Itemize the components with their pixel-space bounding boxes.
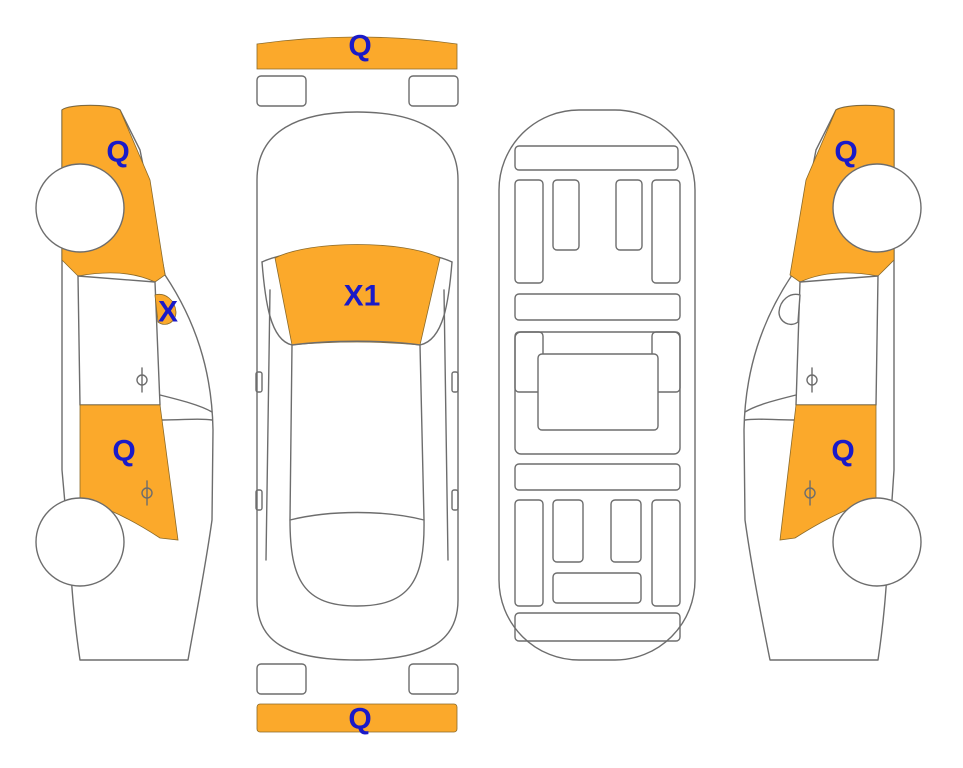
rear-window: [289, 511, 425, 607]
left-side-view: [35, 104, 214, 661]
left-front-wheel: [35, 163, 125, 253]
right-front-door: [795, 275, 879, 406]
front-right-light: [408, 75, 459, 107]
right-mirror-top: [451, 371, 459, 393]
under-mid-outer: [514, 331, 681, 455]
under-front-right-rail: [651, 179, 681, 284]
right-window-line: [744, 394, 797, 413]
front-bumper[interactable]: [256, 36, 458, 70]
left-mirror-top: [255, 371, 263, 393]
label-right-rear-door: Q: [831, 435, 854, 468]
underside-body: [498, 109, 696, 661]
roof: [291, 340, 421, 346]
label-left-rear-door: Q: [112, 435, 135, 468]
rear-right-light: [408, 663, 459, 695]
left-rear-wheel: [35, 497, 125, 587]
left-handle-top: [255, 489, 263, 511]
left-pillar: [261, 261, 293, 521]
label-right-front-fender: Q: [834, 136, 857, 169]
right-handle-top: [451, 489, 459, 511]
right-pillar: [419, 261, 453, 521]
right-rear-wheel: [832, 497, 922, 587]
under-center-panel: [537, 353, 659, 431]
under-front-left-box: [552, 179, 580, 251]
right-side-sill: [443, 289, 449, 561]
label-front-bumper: Q: [348, 30, 371, 63]
front-left-light: [256, 75, 307, 107]
under-rear-right-box: [610, 499, 642, 563]
rear-bumper[interactable]: [256, 703, 458, 733]
right-front-wheel: [832, 163, 922, 253]
right-side-view: [743, 104, 922, 661]
under-rear-center: [552, 572, 642, 604]
right-mirror: [778, 293, 801, 326]
damage-labels: Q X1 Q Q X Q Q Q: [106, 30, 857, 736]
windshield[interactable]: [274, 244, 441, 346]
under-front-left-rail: [514, 179, 544, 284]
left-side-sill: [265, 289, 271, 561]
label-left-front-fender: Q: [106, 136, 129, 169]
under-front-right-box: [615, 179, 643, 251]
top-view: [255, 36, 459, 733]
under-crossmember-2: [514, 463, 681, 491]
left-window-line: [159, 394, 213, 413]
label-rear-bumper: Q: [348, 703, 371, 736]
right-window-line-2: [744, 418, 795, 421]
under-rear-panel: [514, 612, 681, 642]
car-body-top: [256, 111, 459, 661]
left-window-line-2: [161, 418, 213, 421]
label-left-mirror: X: [158, 296, 178, 329]
label-windshield: X1: [344, 280, 381, 313]
under-rear-right-rail: [651, 499, 681, 607]
underside-view: [498, 109, 696, 661]
left-mirror[interactable]: [154, 293, 177, 325]
under-rear-left-rail: [514, 499, 544, 607]
under-crossmember-1: [514, 293, 681, 321]
under-front-panel: [514, 145, 679, 171]
under-rear-left-box: [552, 499, 584, 563]
rear-left-light: [256, 663, 307, 695]
left-front-door: [77, 275, 161, 406]
